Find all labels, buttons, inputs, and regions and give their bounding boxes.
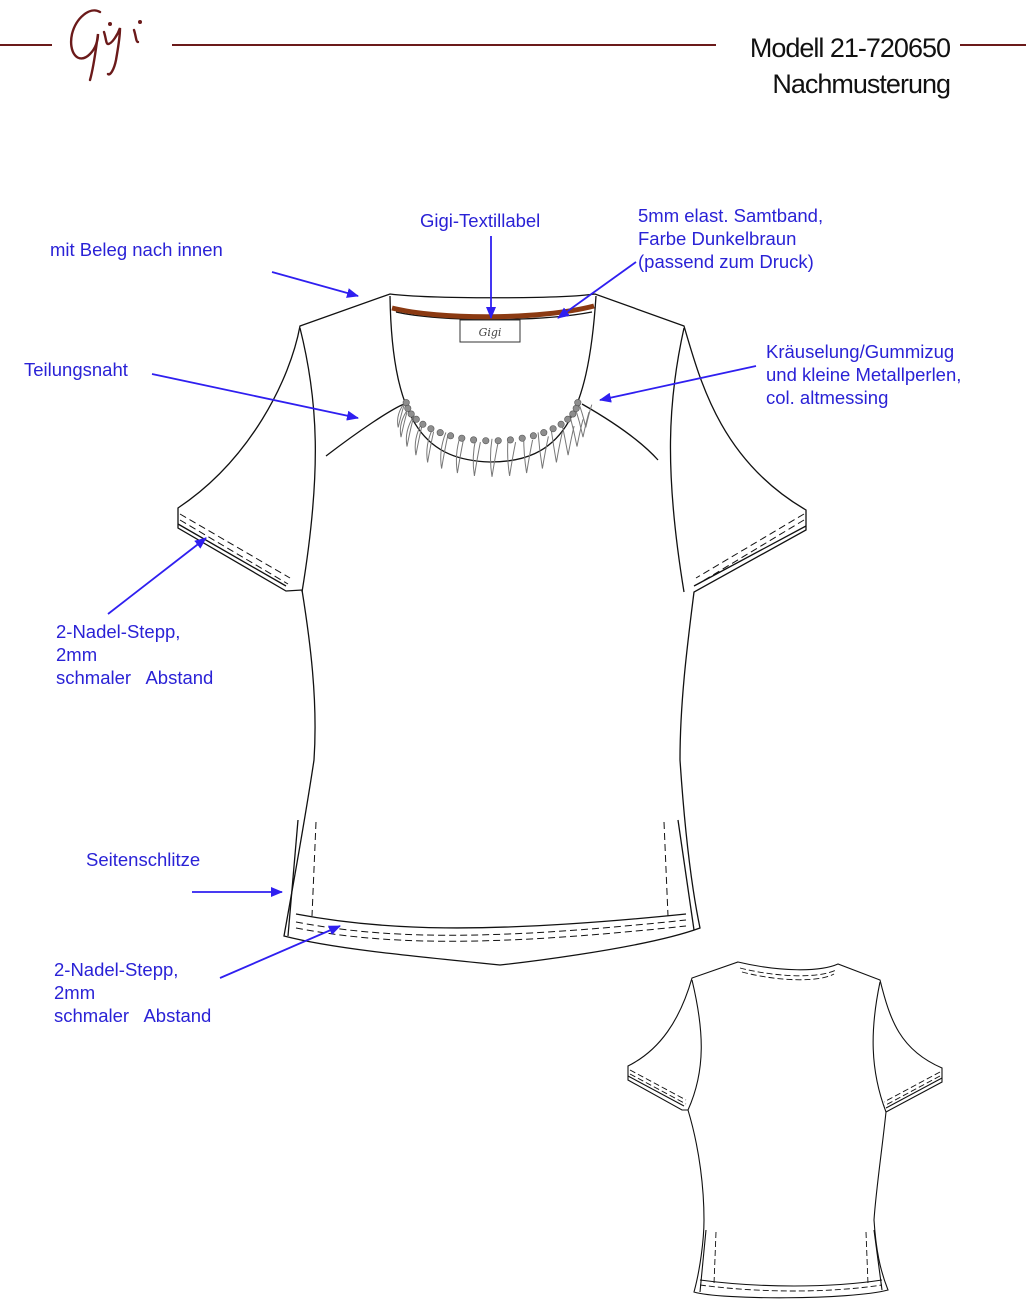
metal-bead (572, 404, 580, 412)
gather-fold (523, 435, 534, 474)
gather-fold (414, 421, 423, 456)
metal-bead (494, 437, 502, 445)
front-sleeve-hem-seam-left (177, 523, 287, 587)
side-slit-right (677, 819, 695, 931)
neck-facing-line (395, 311, 593, 321)
gather-fold (490, 438, 499, 477)
gather-fold (440, 432, 449, 469)
gather-fold (574, 407, 590, 438)
gather-fold (399, 407, 410, 438)
gather-fold (550, 427, 563, 463)
back-stitching (629, 967, 941, 1292)
metal-bead (540, 429, 548, 437)
front-view (177, 293, 807, 966)
front-hem-seam (295, 913, 687, 929)
arrow-stepp-sleeve (107, 537, 207, 615)
back-sleeve-hem-left (627, 1075, 685, 1107)
gather-fold (426, 427, 435, 463)
front-sleeve-seam-right (669, 327, 685, 593)
metal-bead (557, 420, 565, 428)
slit-stitch-left (311, 821, 317, 917)
back-slit-left (699, 1229, 707, 1293)
annotation-stepp-hem: 2-Nadel-Stepp, 2mm schmaler Abstand (54, 959, 212, 1026)
metal-bead (427, 425, 435, 433)
metal-bead (569, 410, 577, 418)
metal-bead (404, 404, 412, 412)
annotation-teilungsnaht: Teilungsnaht (24, 359, 128, 380)
gather-fold (405, 415, 415, 447)
metal-bead (458, 434, 466, 442)
model-subtitle: Nachmusterung (772, 69, 951, 99)
gather-fold (507, 438, 517, 476)
metal-bead (436, 429, 444, 437)
gigi-logo (69, 9, 142, 82)
slit-stitch-right (663, 821, 669, 917)
metal-bead (506, 436, 514, 444)
header-rule-right (960, 44, 1026, 46)
back-sleeve-hem-right (885, 1077, 943, 1109)
textile-label-text: Gigi (479, 326, 502, 339)
metal-bead (549, 425, 557, 433)
front-outline (177, 293, 807, 966)
sleeve-stitch-right-2 (697, 519, 805, 585)
arrow-kraeuselung (599, 365, 757, 403)
header-rule-middle (172, 44, 716, 46)
front-sleeve-seam-left (299, 327, 316, 593)
annotation-samtband: 5mm elast. Samtband, Farbe Dunkelbraun (… (638, 205, 824, 272)
metal-bead (447, 432, 455, 440)
sleeve-stitch-left-2 (179, 519, 289, 585)
neckline-inner (389, 295, 597, 463)
back-slit-right (873, 1229, 883, 1291)
front-sleeve-hem-seam-right (693, 525, 807, 587)
side-slit-left (287, 819, 299, 937)
back-outline (627, 961, 943, 1299)
arrow-teilungsnaht (151, 373, 359, 421)
metal-bead (564, 415, 572, 423)
gather-fold (569, 415, 584, 447)
annotation-stepp-sleeve: 2-Nadel-Stepp, 2mm schmaler Abstand (56, 621, 214, 688)
back-sleeve-seam-left (687, 979, 702, 1111)
arrows (107, 236, 757, 979)
back-hem-seam (699, 1279, 883, 1287)
back-sleeve-seam-right (872, 981, 887, 1113)
gather-fold (577, 400, 593, 428)
annotation-textillabel: Gigi-Textillabel (420, 210, 541, 231)
back-view (627, 961, 943, 1299)
metal-beads (402, 399, 582, 445)
metal-bead (407, 410, 415, 418)
sleeve-stitch-right (695, 513, 805, 579)
textile-label (459, 319, 521, 343)
annotation-kraeuselung: Kräuselung/Gummizug und kleine Metallper… (766, 341, 962, 408)
header-rule-left (0, 44, 52, 46)
gathers-fringe (397, 400, 593, 477)
gather-fold (537, 432, 549, 469)
metal-bead (470, 436, 478, 444)
gather-fold (472, 437, 481, 476)
metal-bead (518, 434, 526, 442)
gather-fold (561, 421, 575, 456)
metal-bead (482, 437, 490, 445)
model-number: Modell 21-720650 (749, 33, 951, 63)
metal-bead (529, 432, 537, 440)
gather-fold (397, 400, 407, 428)
metal-bead (574, 399, 582, 407)
annotation-beleg: mit Beleg nach innen (50, 239, 223, 260)
metal-bead (412, 415, 420, 423)
annotation-seitenschlitze: Seitenschlitze (86, 849, 201, 870)
gather-fold (455, 435, 464, 474)
arrow-samtband (557, 261, 637, 319)
metal-bead (419, 420, 427, 428)
arrow-stepp-hem (219, 925, 341, 979)
arrow-beleg (271, 271, 359, 298)
front-split-seam-left (325, 403, 405, 457)
metal-bead (402, 399, 410, 407)
